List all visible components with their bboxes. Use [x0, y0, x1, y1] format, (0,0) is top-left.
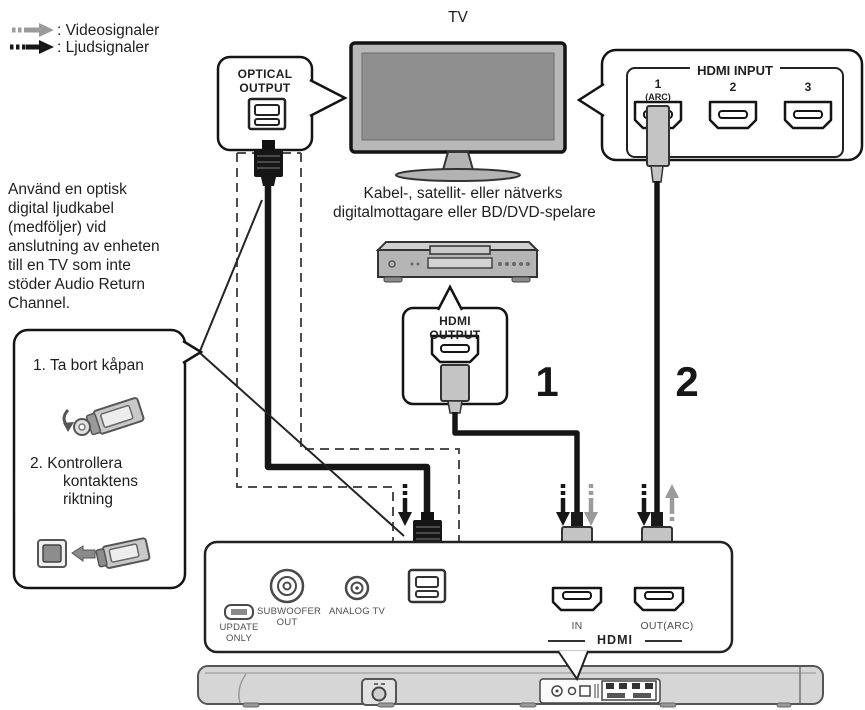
soundbar-connector-panel-icon	[539, 678, 661, 704]
audio-signal-arrow-icon	[10, 40, 54, 54]
soundbar-illustration	[197, 665, 824, 708]
video-arrow-hdmi-out-up	[665, 484, 679, 524]
hdmi-port-3-icon	[783, 100, 833, 130]
step2-label-line3: riktning	[63, 491, 113, 508]
hdmi-cable-2	[641, 105, 673, 578]
steps-callout-box	[12, 328, 204, 590]
legend-audio-label: : Ljudsignaler	[57, 39, 150, 56]
micro-usb-port-icon	[224, 604, 254, 620]
cable-1-number: 1	[535, 358, 559, 405]
rear-panel	[203, 540, 734, 654]
subwoofer-out-jack-icon	[269, 568, 305, 604]
step2-label-line1: 2. Kontrollera	[30, 455, 123, 472]
optical-output-callout	[216, 55, 348, 152]
hdmi-in-port-icon	[551, 586, 603, 612]
subwoofer-out-label: SUBWOOFER OUT	[257, 606, 322, 628]
bd-dvd-player-illustration	[375, 241, 540, 283]
analog-tv-label: ANALOG TV	[328, 606, 385, 617]
remove-cap-illustration	[62, 397, 145, 436]
hdmi-port-2-icon	[708, 100, 758, 130]
hdmi-port-1-label: 1	[654, 77, 662, 91]
audio-arrow-optical-in	[398, 484, 412, 526]
hdmi-port-1-arc-label: (ARC)	[645, 92, 671, 102]
connector-orientation-illustration	[37, 537, 151, 569]
hdmi-out-arc-port-icon	[633, 586, 685, 612]
hdmi-logo: HDMI	[597, 633, 633, 647]
analog-tv-jack-icon	[344, 575, 370, 601]
tv-illustration	[349, 41, 567, 182]
video-signal-arrow-icon	[12, 23, 54, 37]
hdmi-port-3-label: 3	[804, 80, 812, 94]
hdmi-input-title: HDMI INPUT	[627, 61, 843, 80]
hdmi-output-label: HDMI OUTPUT	[429, 314, 481, 342]
soundbar-power-port-icon	[361, 678, 397, 706]
hdmi-in-label: IN	[571, 620, 583, 632]
audio-arrow-hdmi-out	[637, 484, 651, 526]
step1-label: 1. Ta bort kåpan	[33, 357, 144, 374]
hdmi-output-port-icon	[430, 334, 480, 364]
audio-arrow-hdmi-in	[556, 484, 570, 526]
optical-port-icon	[247, 97, 287, 131]
note-text: Använd en optisk digital ljudkabel (medf…	[8, 181, 160, 312]
cable-2-number: 2	[675, 358, 699, 405]
hdmi-port-2-label: 2	[729, 80, 737, 94]
update-only-label: UPDATE ONLY	[219, 622, 259, 644]
source-caption-line1: Kabel-, satellit- eller nätverks	[363, 185, 563, 202]
panel-pointer-notch	[557, 650, 589, 682]
legend-video-label: : Videosignaler	[57, 22, 160, 39]
optical-in-port-icon	[407, 568, 447, 604]
hdmi-output-callout	[401, 284, 509, 406]
step2-label-line2: kontaktens	[63, 473, 138, 490]
video-arrow-hdmi-in	[584, 484, 598, 526]
hdmi-out-arc-label: OUT(ARC)	[640, 620, 694, 632]
optical-output-label: OPTICAL OUTPUT	[237, 67, 293, 95]
steps-pointer-lines	[199, 199, 405, 537]
source-caption-line2: digitalmottagare eller BD/DVD-spelare	[333, 204, 596, 221]
tv-label: TV	[448, 9, 468, 26]
